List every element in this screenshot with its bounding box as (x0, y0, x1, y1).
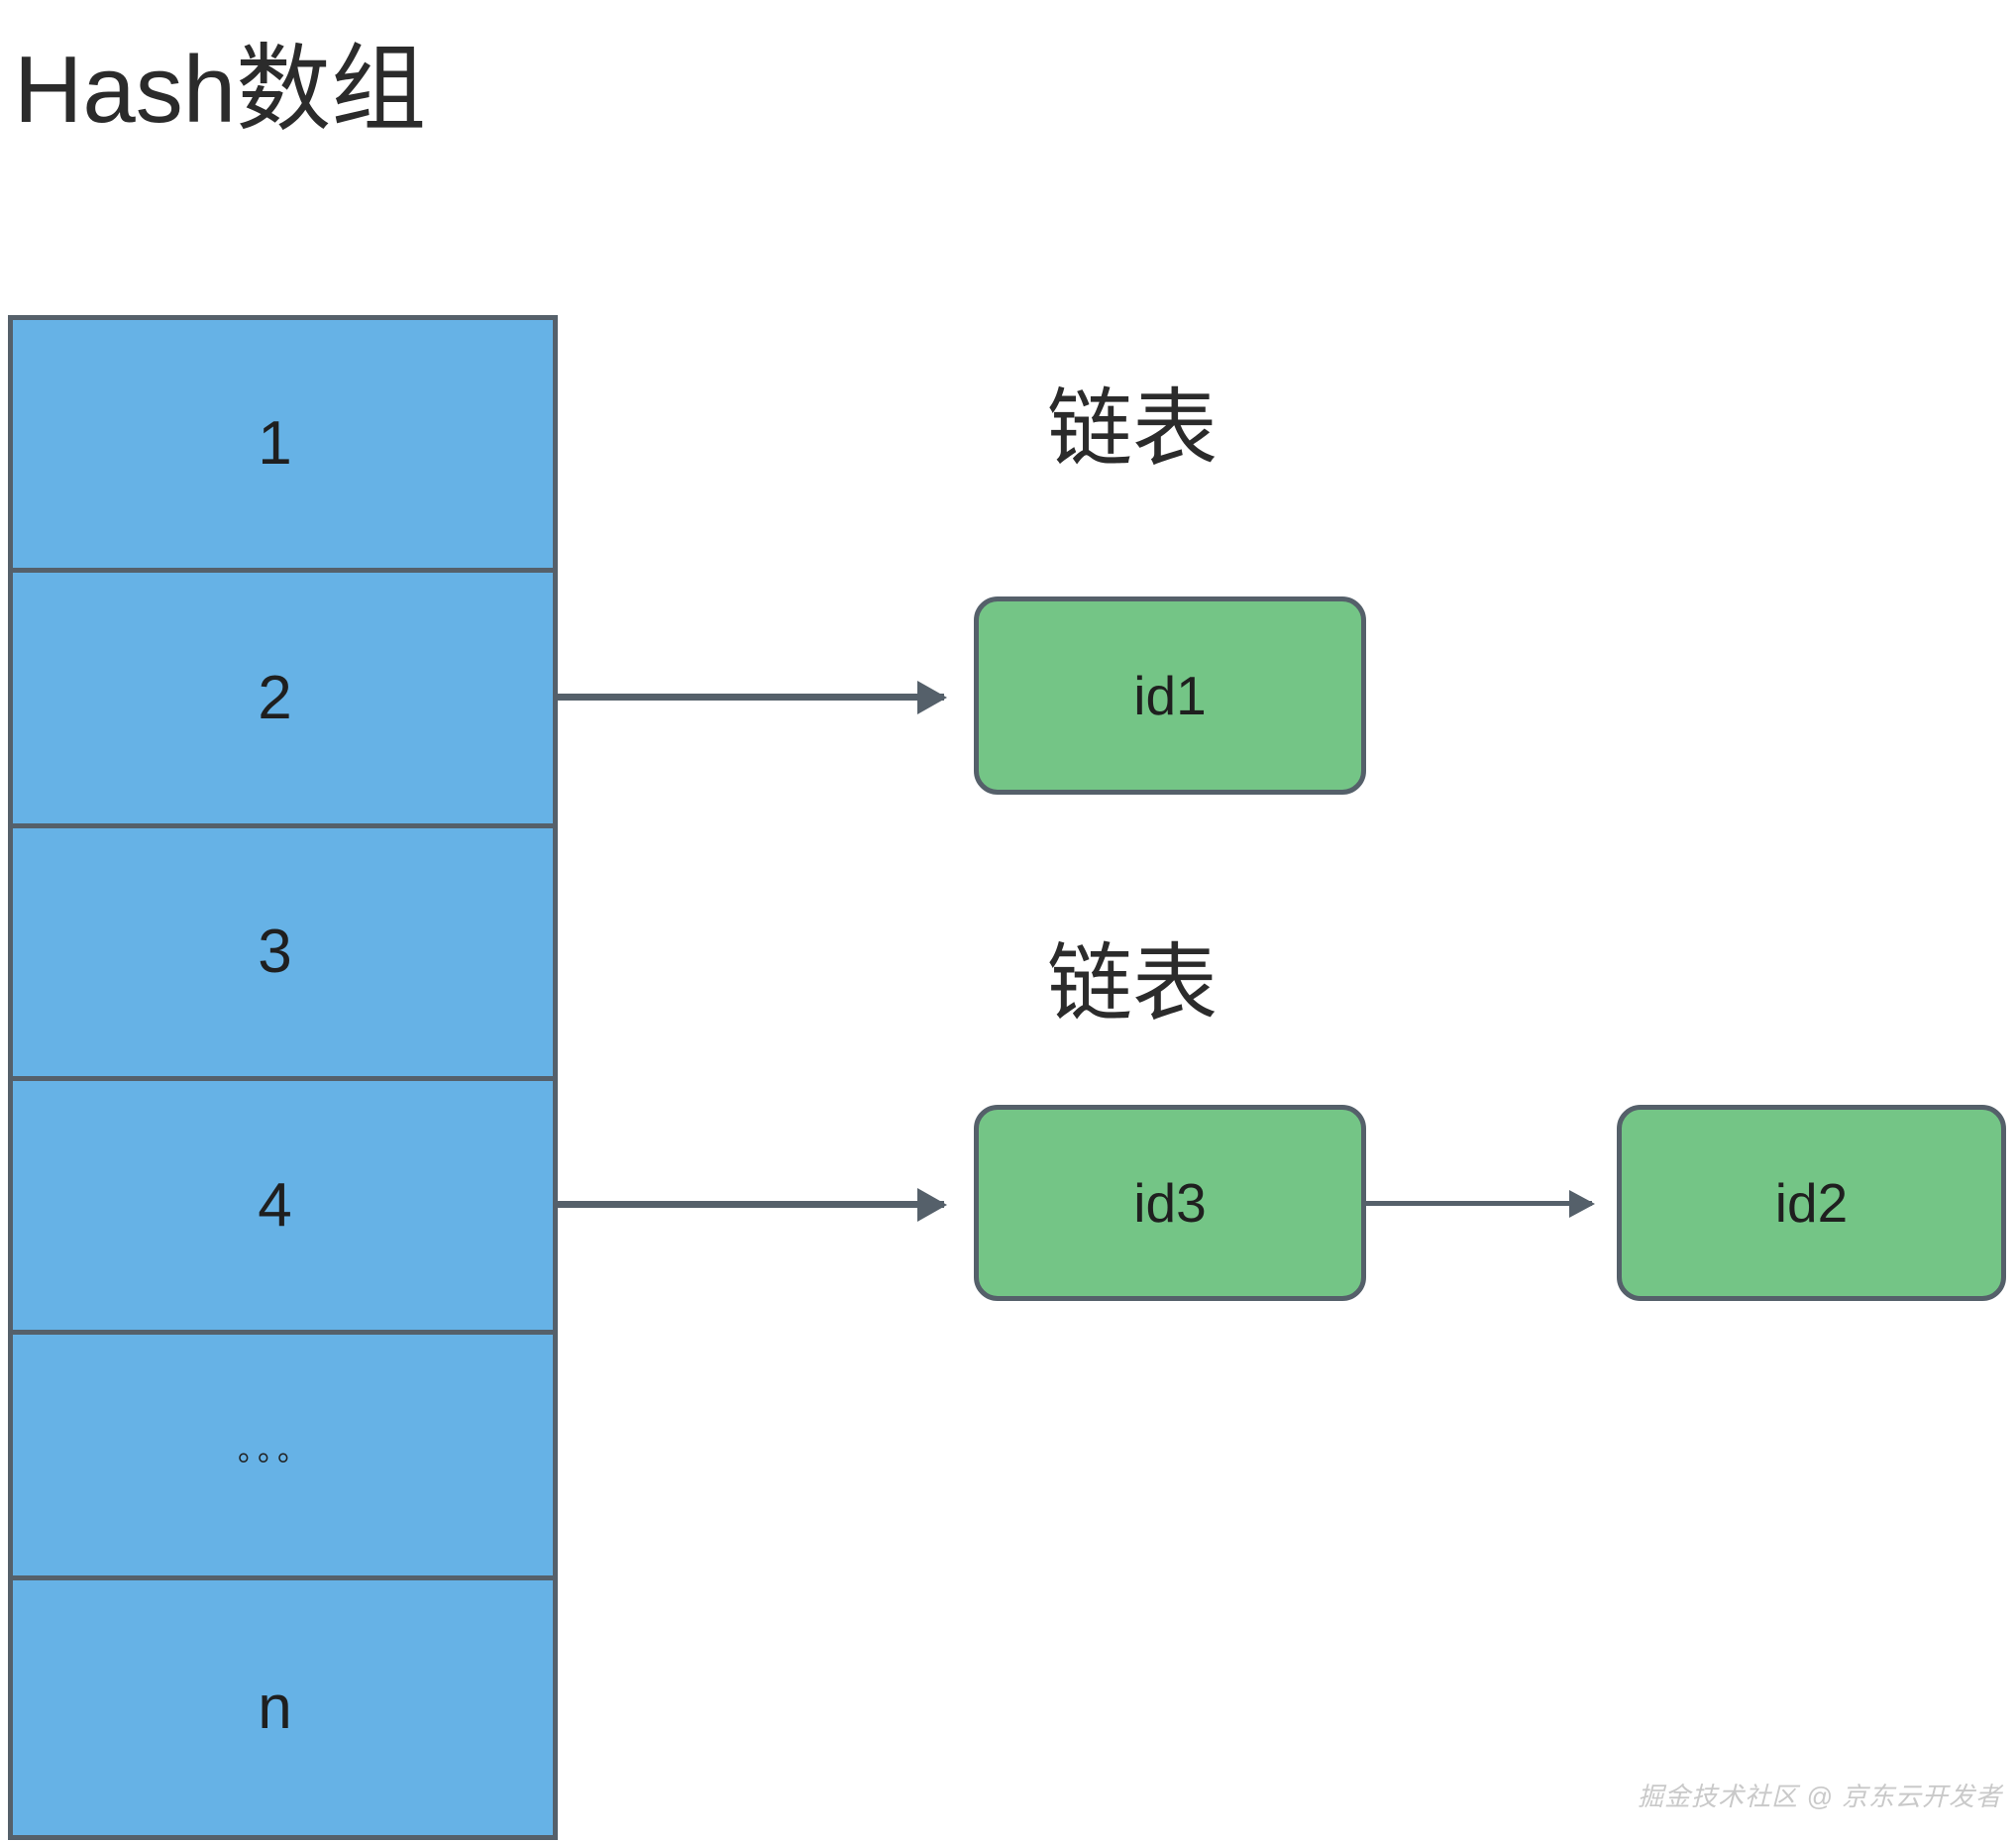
hash-array-cell-4[interactable]: 4 (13, 1081, 553, 1335)
hash-array-cell-2[interactable]: 2 (13, 573, 553, 828)
hash-array-container: 1 2 3 4 。。。 n (8, 315, 558, 1840)
linked-list-node-id2[interactable]: id2 (1617, 1105, 2006, 1301)
linked-list-node-id3[interactable]: id3 (974, 1105, 1366, 1301)
node-label: id2 (1774, 1171, 1849, 1234)
watermark-text: 掘金技术社区 @ 京东云开发者 (1638, 1782, 2002, 1811)
hash-array-cell-label: 4 (258, 1170, 292, 1240)
node-label: id1 (1133, 664, 1207, 726)
linked-list-node-id1[interactable]: id1 (974, 596, 1366, 795)
hash-array-cell-label: 2 (258, 663, 292, 732)
arrow-id3-to-id2 (1366, 1201, 1592, 1206)
hash-array-cell-label: n (258, 1673, 292, 1742)
hash-array-cell-3[interactable]: 3 (13, 828, 553, 1081)
arrow-cell4-to-id3 (558, 1201, 944, 1208)
page-title: Hash数组 (14, 37, 427, 143)
arrow-cell2-to-id1 (558, 694, 944, 701)
hash-array-cell-n[interactable]: n (13, 1580, 553, 1835)
linked-list-label-2: 链表 (1047, 936, 1218, 1031)
hash-array-cell-label: 3 (258, 918, 292, 986)
linked-list-label-1: 链表 (1047, 381, 1218, 477)
hash-array-cell-1[interactable]: 1 (13, 320, 553, 573)
hash-array-cell-label: 1 (258, 409, 292, 478)
node-label: id3 (1133, 1171, 1207, 1234)
hash-array-cell-label: 。。。 (238, 1434, 312, 1467)
hash-array-cell-ellipsis[interactable]: 。。。 (13, 1335, 553, 1580)
